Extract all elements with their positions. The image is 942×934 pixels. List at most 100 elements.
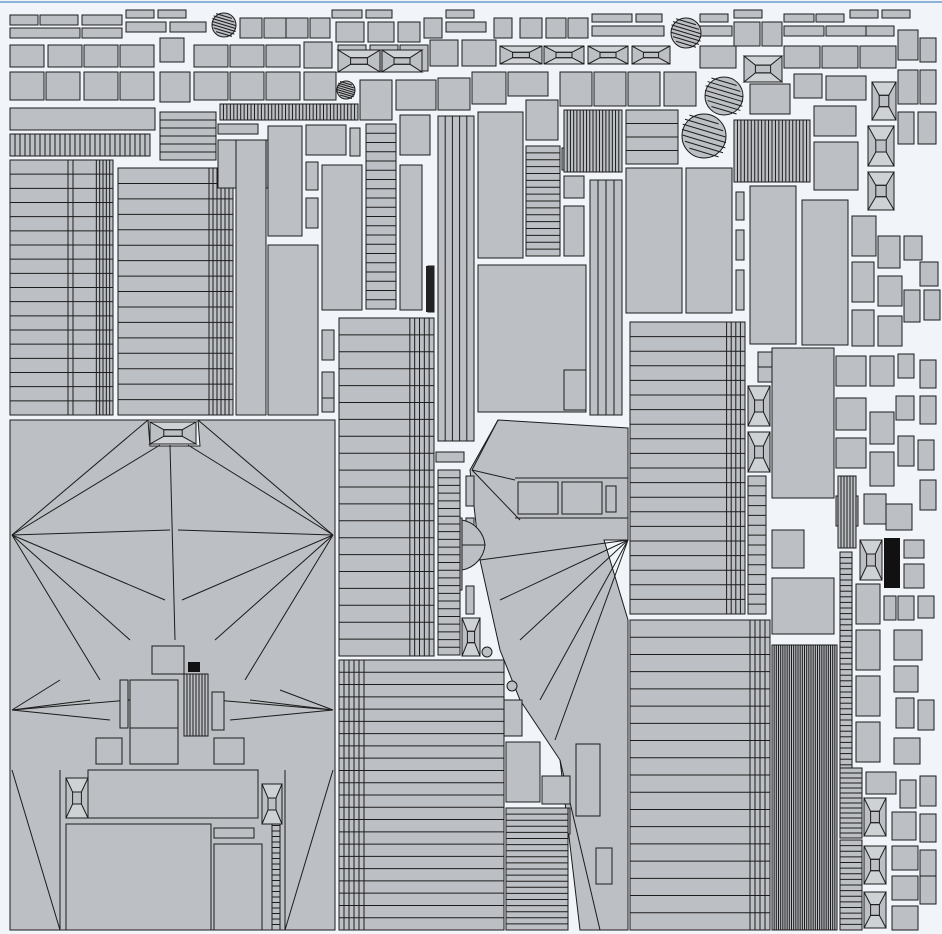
uv-island <box>749 83 791 115</box>
uv-island <box>169 21 207 33</box>
uv-island <box>917 595 935 619</box>
uv-island <box>595 847 613 885</box>
uv-island <box>895 395 915 421</box>
uv-island <box>699 25 733 37</box>
uv-island <box>663 71 697 107</box>
uv-island <box>239 17 263 39</box>
uv-island <box>235 139 267 416</box>
uv-island <box>735 191 745 221</box>
uv-island <box>159 37 185 63</box>
uv-island <box>821 45 859 69</box>
uv-island <box>45 71 81 101</box>
uv-island <box>593 71 627 107</box>
uv-island <box>761 21 783 47</box>
uv-island <box>129 727 179 765</box>
uv-island <box>519 17 543 39</box>
uv-island <box>83 71 119 101</box>
uv-island <box>877 315 903 347</box>
uv-island <box>213 737 245 765</box>
uv-island <box>865 771 897 795</box>
uv-island <box>903 235 923 261</box>
uv-island <box>229 71 265 101</box>
uv-island <box>505 741 541 803</box>
uv-island <box>749 185 797 345</box>
uv-island <box>919 479 937 511</box>
uv-island <box>771 529 805 569</box>
uv-island <box>423 17 443 39</box>
island-right-planks-b <box>629 619 771 931</box>
uv-island <box>625 167 683 314</box>
uv-island <box>263 17 287 39</box>
uv-island <box>437 77 471 111</box>
uv-island <box>891 905 919 931</box>
uv-island <box>9 71 45 101</box>
uv-island <box>877 235 901 269</box>
uv-island <box>81 14 123 26</box>
uv-island <box>899 779 917 809</box>
uv-island <box>591 13 633 23</box>
uv-island <box>605 485 617 513</box>
uv-island <box>919 849 937 877</box>
uv-island <box>305 161 319 191</box>
uv-island <box>891 811 917 841</box>
uv-island <box>305 124 347 156</box>
island-center-planks-a <box>338 317 435 657</box>
uv-island <box>891 875 919 901</box>
uv-island <box>445 21 487 33</box>
uv-island <box>771 577 835 635</box>
uv-island <box>849 9 879 19</box>
uv-island <box>65 823 212 931</box>
uv-island <box>119 44 155 68</box>
circular-islands <box>211 12 744 692</box>
uv-island <box>897 435 915 467</box>
uv-island <box>229 44 265 68</box>
uv-island <box>321 329 335 361</box>
uv-island <box>367 21 395 43</box>
uv-island <box>733 9 763 19</box>
uv-island <box>855 583 881 625</box>
island-center-planks-b <box>338 659 505 931</box>
uv-island <box>869 451 895 487</box>
uv-island <box>397 21 421 43</box>
uv-island <box>465 475 475 507</box>
uv-island <box>395 79 437 111</box>
uv-island <box>465 585 475 615</box>
uv-island <box>903 289 921 323</box>
uv-island <box>851 215 877 257</box>
uv-island <box>699 13 729 23</box>
uv-island <box>365 9 393 19</box>
uv-island <box>545 17 567 39</box>
uv-island <box>699 45 737 69</box>
uv-island <box>919 359 937 389</box>
uv-island <box>835 355 867 387</box>
uv-island <box>869 355 895 387</box>
striped-islands <box>9 103 863 931</box>
uv-island <box>897 353 915 379</box>
uv-island <box>919 261 939 287</box>
uv-island <box>735 269 745 311</box>
uv-island <box>9 27 81 39</box>
uv-island <box>39 14 79 26</box>
uv-island <box>919 875 937 905</box>
uv-island <box>503 699 523 737</box>
uv-island <box>87 769 259 819</box>
uv-island <box>267 244 319 416</box>
uv-island <box>335 21 365 43</box>
uv-island <box>893 629 923 661</box>
uv-island <box>917 111 937 145</box>
uv-island <box>865 25 895 37</box>
uv-island <box>813 105 857 137</box>
uv-island <box>919 395 937 425</box>
uv-island <box>863 493 887 525</box>
uv-island <box>855 721 881 763</box>
uv-island <box>919 775 937 807</box>
uv-island <box>919 37 937 63</box>
uv-island <box>331 9 363 19</box>
uv-island <box>541 775 571 805</box>
uv-island <box>193 71 229 101</box>
uv-island <box>575 743 601 817</box>
uv-island <box>213 827 255 839</box>
uv-island <box>399 164 423 311</box>
uv-island <box>471 71 507 105</box>
